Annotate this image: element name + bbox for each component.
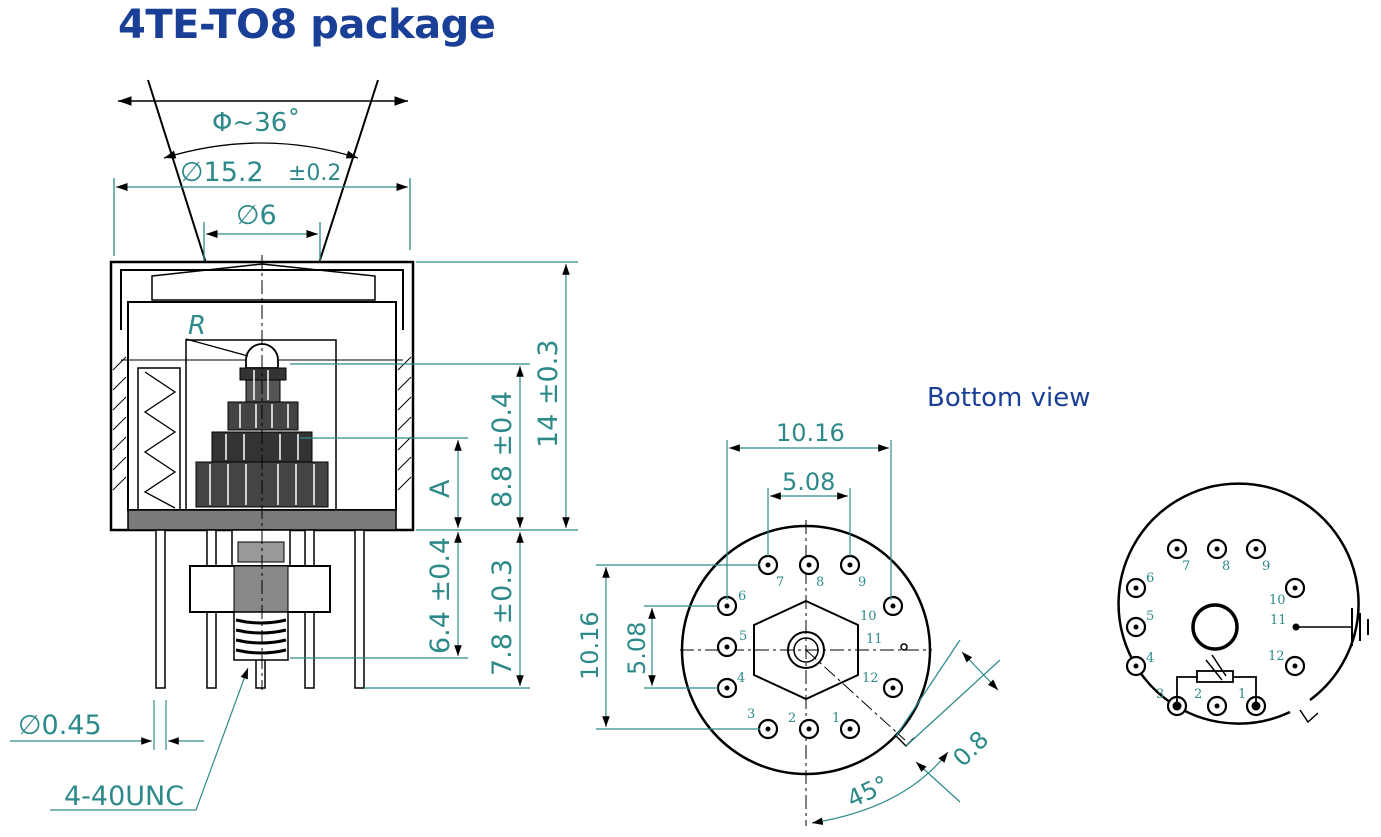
bottom-view-label: Bottom view [927, 383, 1091, 413]
schem-pin-label-5: 5 [1146, 609, 1154, 624]
pin-label-1: 1 [832, 711, 840, 726]
pinout-schematic [1117, 482, 1369, 725]
total-height-label: 14 ±0.3 [533, 339, 564, 448]
pin-label-2: 2 [788, 711, 796, 726]
window-diameter-label: ∅6 [236, 200, 277, 231]
bottom-view-pin-labels: 1 2 3 4 5 6 7 8 9 10 11 12 [737, 575, 883, 726]
pin-label-7: 7 [776, 575, 784, 590]
pin-label-5: 5 [739, 629, 747, 644]
schem-pin-label-7: 7 [1182, 559, 1190, 574]
pin-label-9: 9 [858, 575, 866, 590]
schem-pin-label-6: 6 [1146, 571, 1154, 586]
schem-pin-label-10: 10 [1269, 593, 1286, 608]
pin-label-12: 12 [862, 671, 879, 686]
schem-pin-label-11: 11 [1270, 613, 1287, 628]
pitch-outer-label: 10.16 [776, 419, 845, 447]
radius-label: R [188, 311, 206, 341]
schem-pin-label-4: 4 [1146, 651, 1154, 666]
bottom-view-drawing [596, 440, 1001, 826]
schem-pin-label-2: 2 [1194, 687, 1202, 702]
dimension-a-label: A [425, 479, 456, 498]
thread-label: 4-40UNC [64, 781, 184, 812]
pin-label-4: 4 [737, 671, 745, 686]
schem-pin-label-8: 8 [1222, 559, 1230, 574]
stud-length-label: 7.8 ±0.3 [487, 559, 518, 676]
pin-label-6: 6 [738, 589, 746, 604]
schem-pin-label-9: 9 [1262, 559, 1270, 574]
outer-diameter-label: ∅15.2 [180, 157, 264, 188]
schematic-pin-labels: 1 2 3 4 5 6 7 8 9 10 11 12 [1146, 559, 1287, 702]
schem-pin-label-3: 3 [1156, 687, 1164, 702]
outer-diameter-tolerance: ±0.2 [288, 161, 341, 186]
tab-width-label: 0.8 [947, 725, 994, 772]
fov-angle-label: Φ~36˚ [212, 108, 300, 138]
schem-pin-label-12: 12 [1268, 649, 1285, 664]
pin-length-label: 6.4 ±0.4 [425, 537, 456, 654]
chip-height-label: 8.8 ±0.4 [487, 391, 518, 508]
vertical-outer-label: 10.16 [576, 611, 604, 680]
tab-angle-label: 45° [843, 770, 893, 813]
schem-pin-label-1: 1 [1238, 687, 1246, 702]
pin-label-11: 11 [866, 632, 883, 647]
vertical-inner-label: 5.08 [623, 622, 651, 675]
pin-label-3: 3 [747, 707, 755, 722]
pitch-inner-label: 5.08 [782, 468, 835, 496]
side-view-drawing [10, 79, 578, 811]
page-title: 4TE-TO8 package [118, 2, 496, 48]
pin-label-8: 8 [816, 575, 824, 590]
pin-diameter-label: ∅0.45 [18, 710, 102, 741]
pin-label-10: 10 [860, 609, 877, 624]
